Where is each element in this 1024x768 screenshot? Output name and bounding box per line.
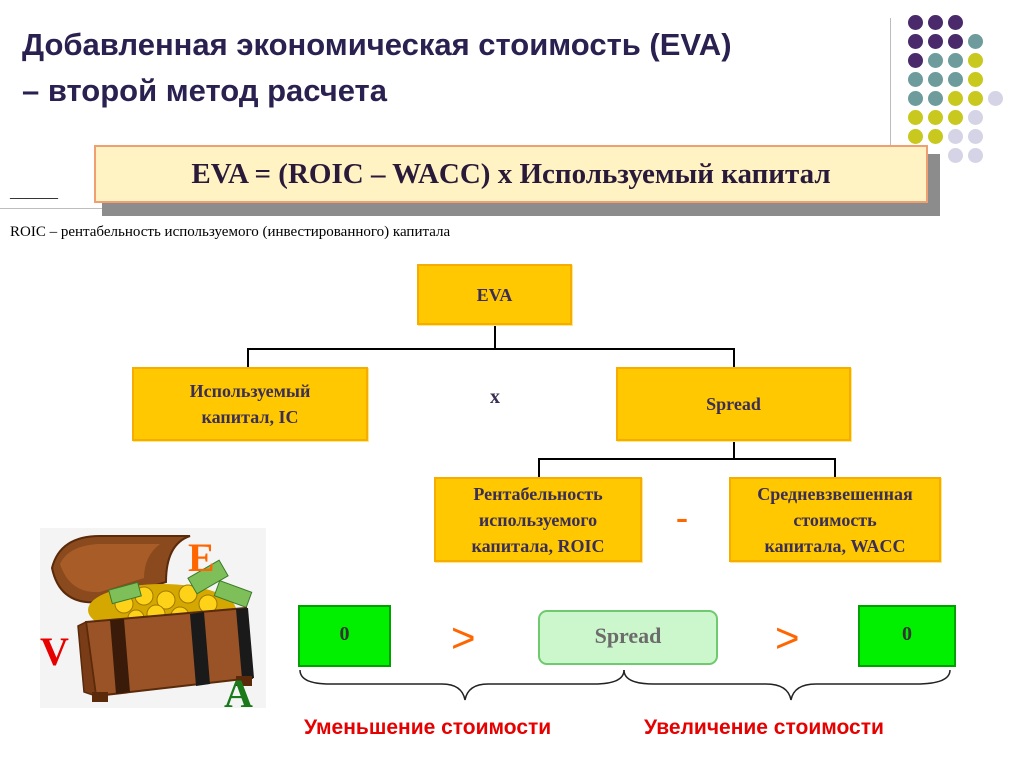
decorative-dot: [928, 129, 943, 144]
scale-braces: [299, 669, 951, 701]
connector-root-down: [494, 324, 496, 350]
wacc-box: Средневзвешенная стоимость капитала, WAC…: [729, 477, 941, 562]
page-title: Добавленная экономическая стоимость (EVA…: [22, 22, 892, 114]
invested-capital-box: Используемый капитал, IC: [132, 367, 368, 441]
decorative-dot: [948, 72, 963, 87]
invested-capital-line-1: Используемый: [189, 381, 311, 401]
decorative-dot: [928, 72, 943, 87]
connector-ic-down: [247, 348, 249, 368]
decorative-dot: [908, 34, 923, 49]
decorative-dot: [948, 34, 963, 49]
decorative-dot: [948, 110, 963, 125]
wacc-line-1: Средневзвешенная: [757, 483, 913, 504]
wacc-line-3: капитала, WACC: [764, 535, 906, 556]
decorative-dot: [968, 53, 983, 68]
decorative-dot: [908, 129, 923, 144]
decorative-dot: [968, 91, 983, 106]
decorative-dot: [948, 91, 963, 106]
decorative-dot: [968, 110, 983, 125]
decorative-dot: [948, 148, 963, 163]
roic-box: Рентабельность используемого капитала, R…: [434, 477, 642, 562]
zero-box-right: 0: [858, 605, 956, 667]
minus-sign: -: [676, 497, 688, 537]
connector-wacc-down: [834, 458, 836, 478]
page-title-line-2: – второй метод расчета: [22, 73, 387, 108]
decorative-dot: [968, 129, 983, 144]
logo-letter-v: V: [40, 629, 69, 674]
greater-than-left: >: [451, 614, 476, 661]
footnote-text: ROIC – рентабельность используемого (инв…: [10, 224, 451, 240]
decorative-dot: [948, 15, 963, 30]
decorative-dot: [968, 72, 983, 87]
treasure-chest-icon: [40, 528, 266, 708]
logo-letter-a: A: [224, 671, 253, 716]
connector-roic-down: [538, 458, 540, 478]
decorative-dot: [968, 148, 983, 163]
zero-box-left: 0: [298, 605, 391, 667]
footnote-separator: ______: [10, 184, 58, 201]
decorative-dot: [948, 53, 963, 68]
connector-spread-down: [733, 348, 735, 368]
decorative-dot: [928, 53, 943, 68]
roic-line-1: Рентабельность: [473, 483, 603, 504]
decorative-dot: [908, 91, 923, 106]
page-title-line-1: Добавленная экономическая стоимость (EVA…: [22, 27, 732, 62]
decorative-dot: [928, 91, 943, 106]
decorative-dot: [908, 15, 923, 30]
connector-level2-bar: [538, 458, 836, 460]
decorative-dot: [908, 110, 923, 125]
roic-line-2: используемого: [478, 509, 598, 530]
connector-level1-bar: [247, 348, 735, 350]
decorative-dot: [928, 15, 943, 30]
brace-right: [623, 669, 951, 701]
decorative-dot: [928, 110, 943, 125]
decorative-dot: [908, 72, 923, 87]
roic-line-3: капитала, ROIC: [471, 535, 605, 556]
decorative-dot: [948, 129, 963, 144]
wacc-line-2: стоимость: [793, 509, 877, 530]
decorative-dot: [908, 53, 923, 68]
decorative-dot: [988, 91, 1003, 106]
connector-spread-bottom: [733, 440, 735, 460]
treasure-chest-illustration: [40, 528, 266, 708]
spread-box: Spread: [616, 367, 851, 441]
caption-increase: Увеличение стоимости: [644, 716, 884, 739]
formula-box: EVA = (ROIC – WACC) x Используемый капит…: [94, 145, 928, 203]
logo-letter-e: E: [188, 535, 215, 580]
invested-capital-line-2: капитал, IC: [201, 407, 299, 427]
multiply-sign: x: [490, 386, 500, 408]
caption-decrease: Уменьшение стоимости: [304, 716, 552, 739]
brace-left: [299, 669, 625, 701]
spread-center-box: Spread: [538, 610, 718, 665]
eva-box: EVA: [417, 264, 572, 325]
decorative-dot: [928, 34, 943, 49]
greater-than-right: >: [775, 614, 800, 661]
decorative-dot: [968, 34, 983, 49]
decorative-vertical-line: [890, 18, 891, 208]
